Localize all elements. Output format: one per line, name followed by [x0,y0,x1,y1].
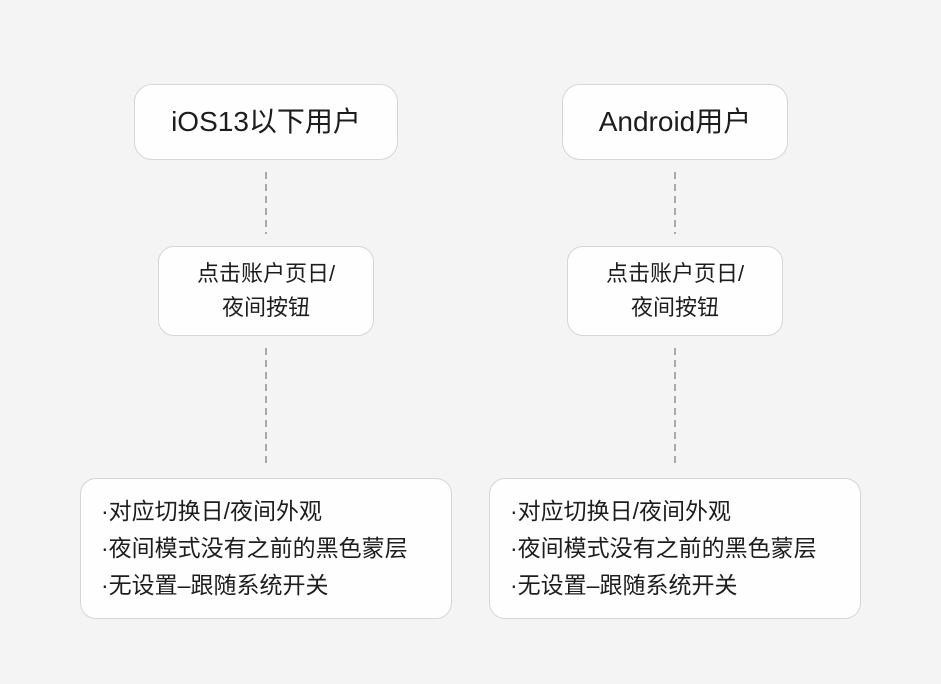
flow-column-android: Android用户 点击账户页日/ 夜间按钮 ·对应切换日/夜间外观 ·夜间模式… [489,0,861,619]
result-bullet: ·无设置–跟随系统开关 [101,572,329,598]
action-node-android: 点击账户页日/ 夜间按钮 [566,246,784,336]
result-bullet: ·对应切换日/夜间外观 [510,498,732,524]
result-bullet: ·夜间模式没有之前的黑色蒙层 [101,535,408,561]
action-label-line2: 夜间按钮 [221,295,310,320]
dashed-connector [265,348,267,466]
result-node-android: ·对应切换日/夜间外观 ·夜间模式没有之前的黑色蒙层 ·无设置–跟随系统开关 [489,478,861,619]
dashed-connector [674,172,676,234]
user-group-label-ios: iOS13以下用户 [171,106,361,137]
action-label-line2: 夜间按钮 [630,295,719,320]
action-label-line1: 点击账户页日/ [605,261,745,286]
dashed-connector [674,348,676,466]
result-node-ios: ·对应切换日/夜间外观 ·夜间模式没有之前的黑色蒙层 ·无设置–跟随系统开关 [80,478,452,619]
action-label-line1: 点击账户页日/ [196,261,336,286]
result-bullet: ·对应切换日/夜间外观 [101,498,323,524]
user-group-node-android: Android用户 [561,84,789,160]
result-bullet: ·夜间模式没有之前的黑色蒙层 [510,535,817,561]
action-node-ios: 点击账户页日/ 夜间按钮 [157,246,375,336]
dashed-connector [265,172,267,234]
user-group-node-ios: iOS13以下用户 [134,84,398,160]
user-group-label-android: Android用户 [598,106,752,137]
flow-column-ios: iOS13以下用户 点击账户页日/ 夜间按钮 ·对应切换日/夜间外观 ·夜间模式… [80,0,452,619]
result-bullet: ·无设置–跟随系统开关 [510,572,738,598]
